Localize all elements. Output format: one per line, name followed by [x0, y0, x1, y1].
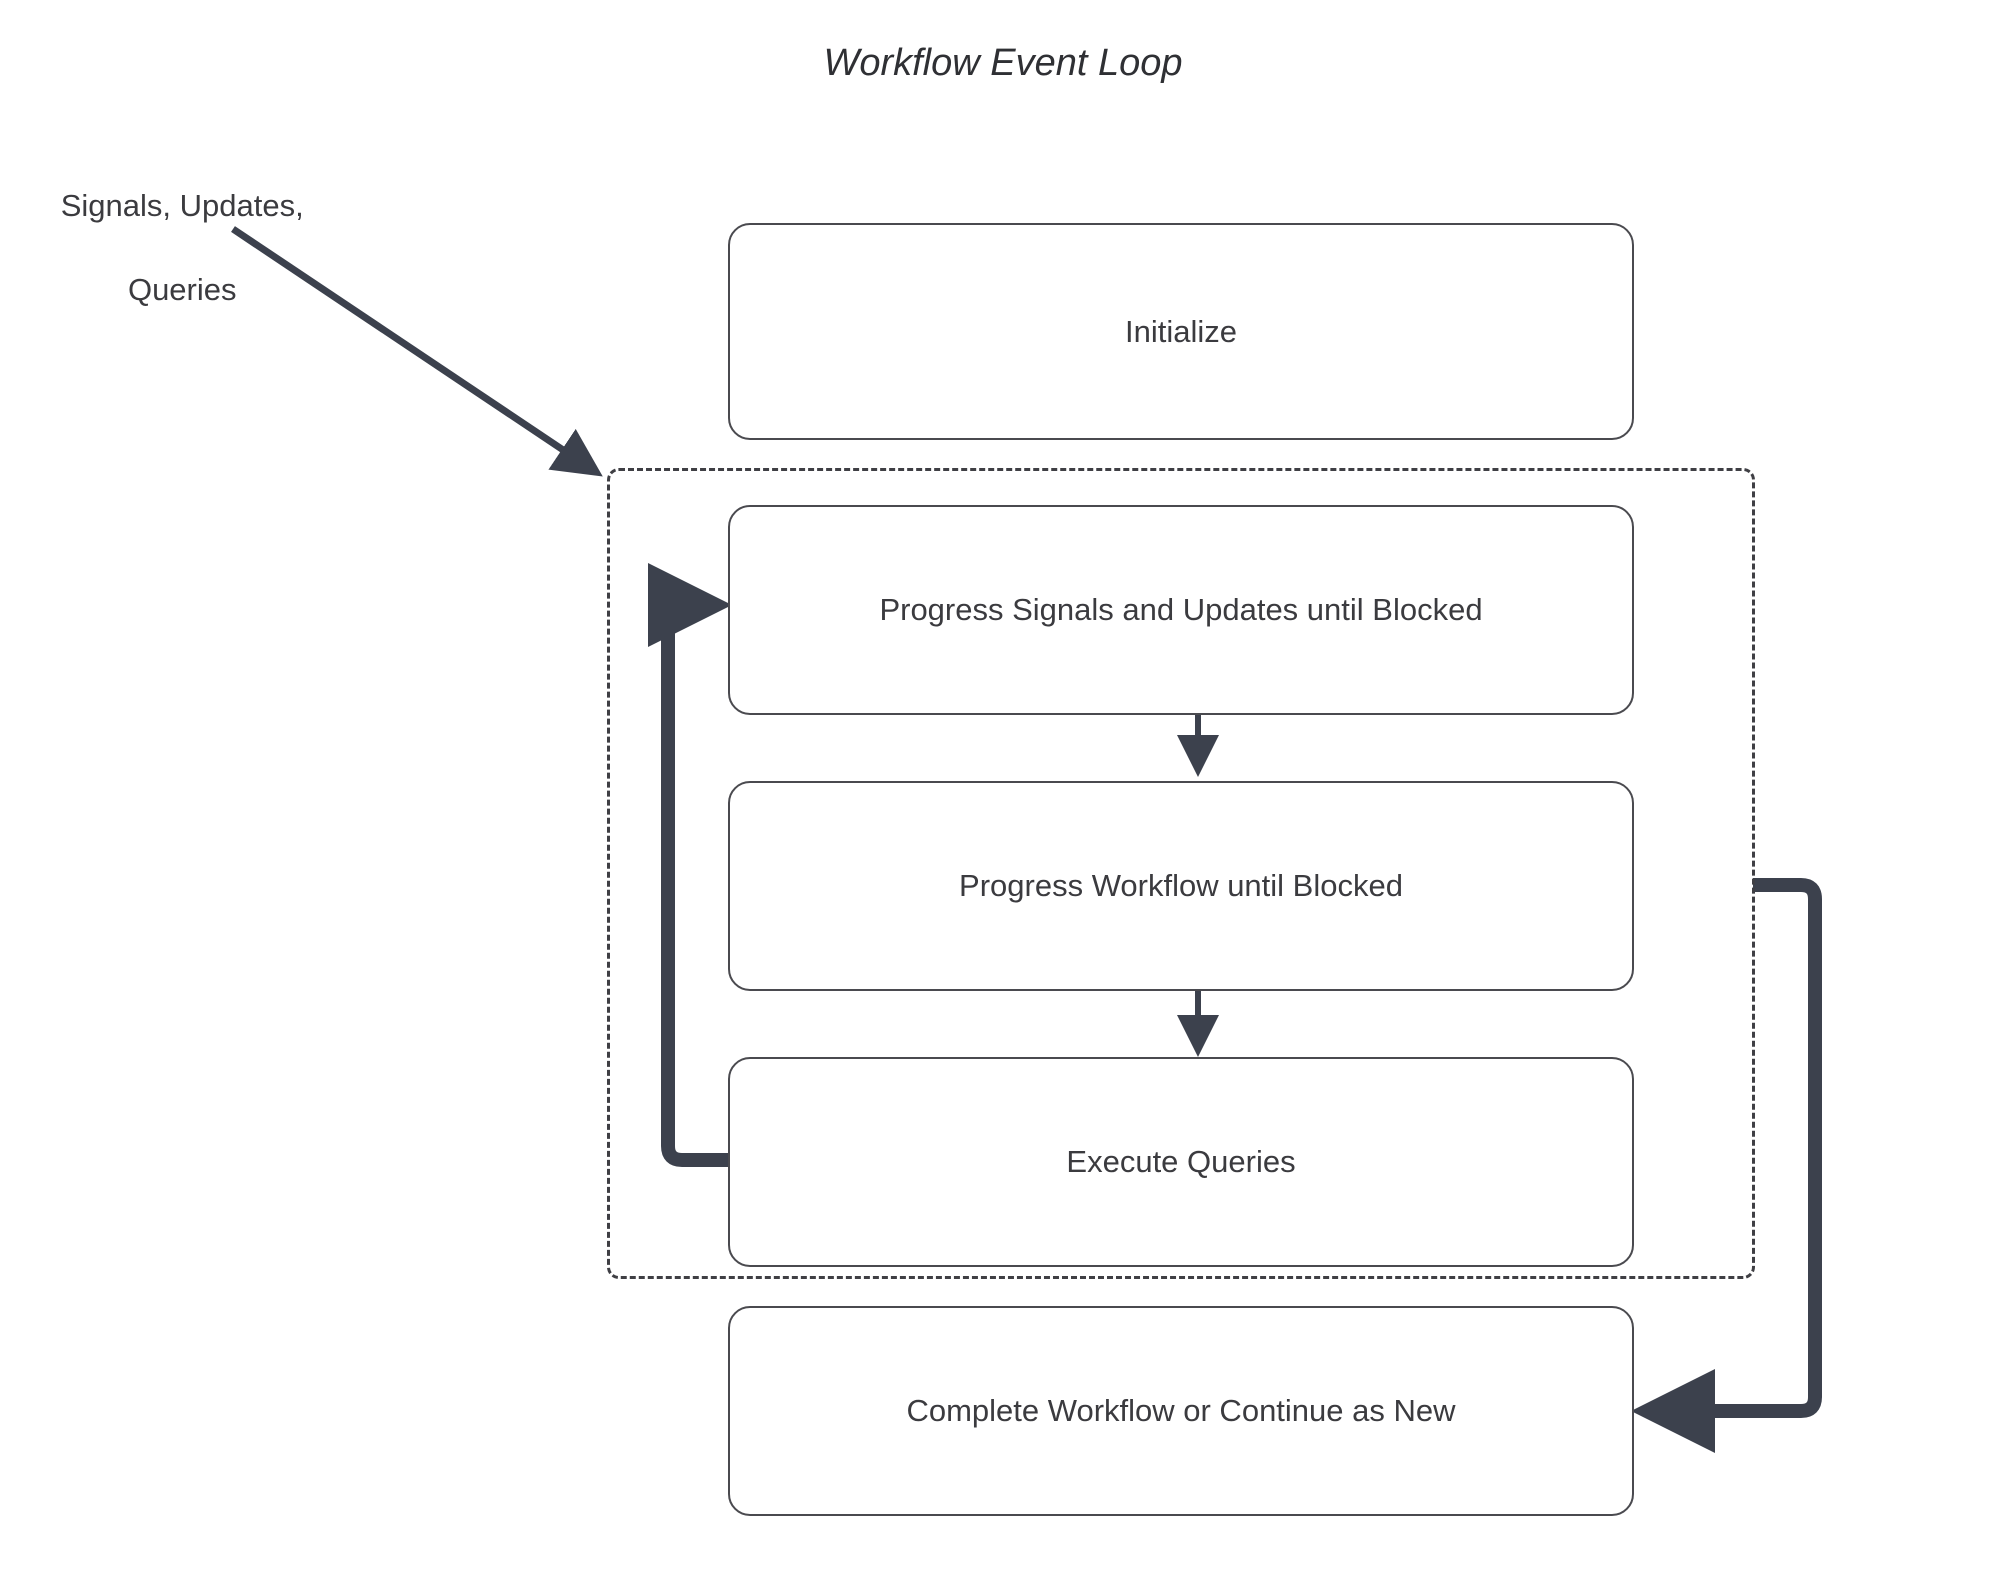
node-complete-workflow[interactable]: Complete Workflow or Continue as New	[728, 1306, 1634, 1516]
edge-external-input-arrow	[231, 226, 603, 477]
node-initialize-label: Initialize	[1125, 313, 1237, 349]
node-progress-workflow[interactable]: Progress Workflow until Blocked	[728, 781, 1634, 991]
event-loop-group	[607, 468, 1755, 1279]
edge-queries-loop-back-arrow	[648, 563, 732, 1167]
node-progress-workflow-label: Progress Workflow until Blocked	[959, 868, 1403, 903]
node-complete-workflow-label: Complete Workflow or Continue as New	[906, 1393, 1456, 1428]
node-progress-signals[interactable]: Progress Signals and Updates until Block…	[728, 505, 1634, 715]
node-execute-queries-label: Execute Queries	[1066, 1144, 1296, 1179]
node-progress-signals-label: Progress Signals and Updates until Block…	[879, 592, 1483, 627]
node-execute-queries[interactable]: Execute Queries	[728, 1057, 1634, 1267]
edge-group-to-complete-arrow	[1631, 878, 1822, 1453]
node-initialize[interactable]: Initialize	[728, 223, 1634, 440]
